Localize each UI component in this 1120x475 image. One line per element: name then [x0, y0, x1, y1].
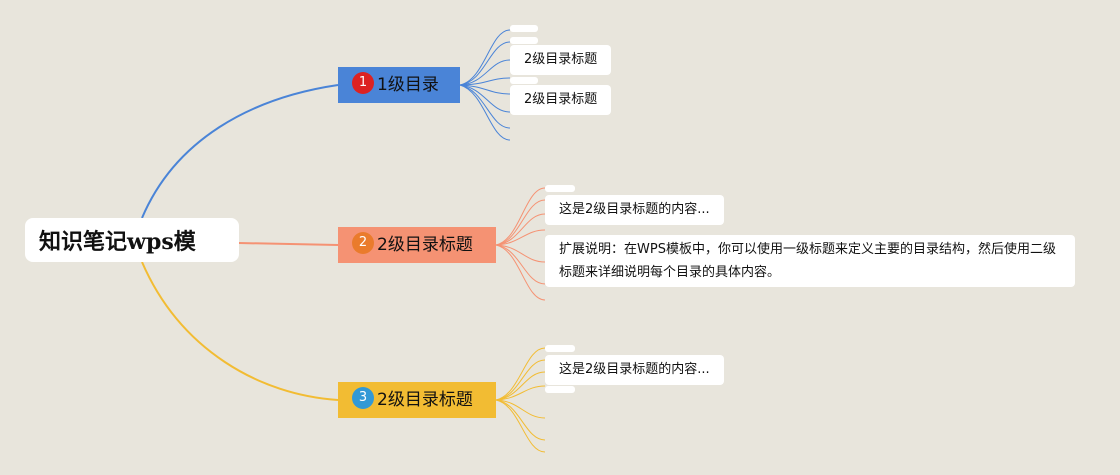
subtopic-1-2[interactable]: 2级目录标题	[510, 85, 612, 115]
number-badge-icon: 2	[352, 232, 374, 254]
subtopic-1-1[interactable]: 2级目录标题	[510, 45, 612, 75]
collapsed-subtopic[interactable]	[510, 37, 538, 44]
collapsed-subtopic[interactable]	[545, 386, 575, 393]
collapsed-subtopic[interactable]	[510, 77, 538, 84]
branch-topic-label: 1级目录	[377, 75, 439, 95]
connector-root-branch-2	[238, 242, 339, 246]
branch-1-fan	[459, 29, 511, 141]
root-topic[interactable]: 知识笔记wps模	[25, 218, 239, 262]
branch-2-fan	[495, 187, 546, 301]
collapsed-subtopic[interactable]	[510, 25, 538, 32]
collapsed-subtopic[interactable]	[545, 185, 575, 192]
connector-root-branch-1	[141, 84, 339, 219]
branch-topic-label: 2级目录标题	[377, 390, 473, 410]
connector-root-branch-3	[141, 261, 339, 401]
branch-3-fan	[495, 347, 546, 453]
branch-topic-label: 2级目录标题	[377, 235, 473, 255]
subtopic-3-1[interactable]: 这是2级目录标题的内容...	[545, 355, 724, 385]
collapsed-subtopic[interactable]	[545, 345, 575, 352]
subtopic-2-note[interactable]: 扩展说明：在WPS模板中，你可以使用一级标题来定义主要的目录结构，然后使用二级标…	[545, 235, 1075, 287]
number-badge-icon: 3	[352, 387, 374, 409]
number-badge-icon: 1	[352, 72, 374, 94]
subtopic-2-1[interactable]: 这是2级目录标题的内容...	[545, 195, 724, 225]
